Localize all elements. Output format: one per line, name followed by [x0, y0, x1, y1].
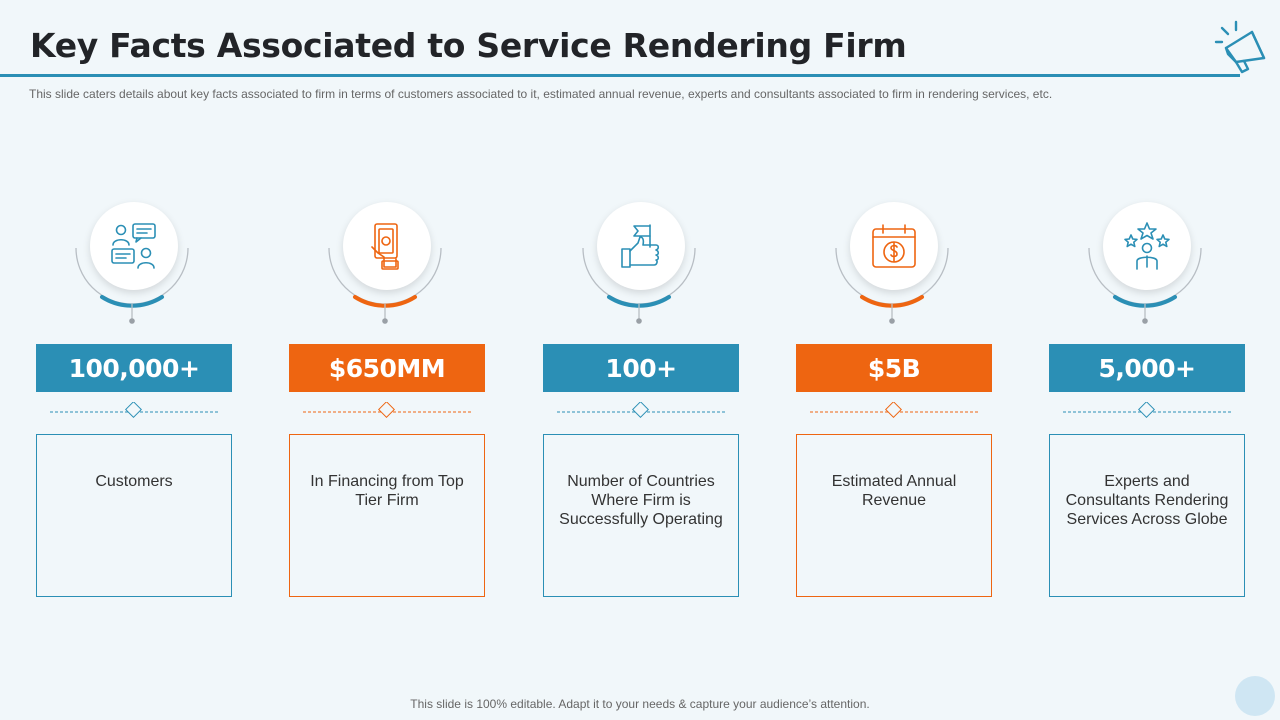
icon-badge: [343, 202, 431, 290]
fact-label: Estimated Annual Revenue: [831, 473, 957, 509]
dollar-calendar-icon: [872, 224, 916, 268]
page-title: Key Facts Associated to Service Renderin…: [30, 26, 907, 65]
fact-value: 100,000+: [36, 344, 232, 392]
icon-badge: [1103, 202, 1191, 290]
corner-decoration: [1235, 676, 1275, 716]
fact-label: Customers: [95, 473, 173, 490]
fact-card-revenue: $5B Estimated Annual Revenue: [796, 0, 992, 720]
icon-ring-decoration: [835, 247, 949, 324]
diamond-divider: [303, 402, 471, 418]
diamond-divider: [810, 402, 978, 418]
megaphone-icon: [1214, 20, 1266, 74]
fact-description: Customers: [36, 434, 232, 597]
fact-label: Experts and Consultants Rendering Servic…: [1065, 473, 1229, 528]
diamond-divider: [1063, 402, 1231, 418]
icon-badge: [850, 202, 938, 290]
fact-description: In Financing from Top Tier Firm: [289, 434, 485, 597]
icon-ring-decoration: [328, 247, 442, 324]
icon-ring-decoration: [582, 247, 696, 324]
fact-value: $650MM: [289, 344, 485, 392]
icon-badge: [597, 202, 685, 290]
slide-subtitle: This slide caters details about key fact…: [29, 87, 1053, 101]
thumbs-up-flag-icon: [621, 224, 660, 268]
fact-card-customers: 100,000+ Customers: [36, 0, 232, 720]
slide-footer: This slide is 100% editable. Adapt it to…: [410, 697, 870, 711]
fact-label: In Financing from Top Tier Firm: [310, 473, 464, 509]
fact-description: Experts and Consultants Rendering Servic…: [1049, 434, 1245, 597]
fact-label: Number of Countries Where Firm is Succes…: [559, 473, 723, 528]
fact-description: Estimated Annual Revenue: [796, 434, 992, 597]
expert-stars-icon: [1124, 222, 1170, 270]
fact-card-financing: $650MM In Financing from Top Tier Firm: [289, 0, 485, 720]
fact-value: 100+: [543, 344, 739, 392]
title-underline: [0, 74, 1240, 77]
fact-value: 5,000+: [1049, 344, 1245, 392]
fact-description: Number of Countries Where Firm is Succes…: [543, 434, 739, 597]
icon-ring-decoration: [1088, 247, 1202, 324]
fact-card-experts: 5,000+ Experts and Consultants Rendering…: [1049, 0, 1245, 720]
diamond-divider: [50, 402, 218, 418]
money-hand-icon: [371, 223, 399, 270]
icon-badge: [90, 202, 178, 290]
customers-chat-icon: [111, 223, 156, 269]
fact-card-countries: 100+ Number of Countries Where Firm is S…: [543, 0, 739, 720]
icon-ring-decoration: [75, 247, 189, 324]
fact-value: $5B: [796, 344, 992, 392]
diamond-divider: [557, 402, 725, 418]
